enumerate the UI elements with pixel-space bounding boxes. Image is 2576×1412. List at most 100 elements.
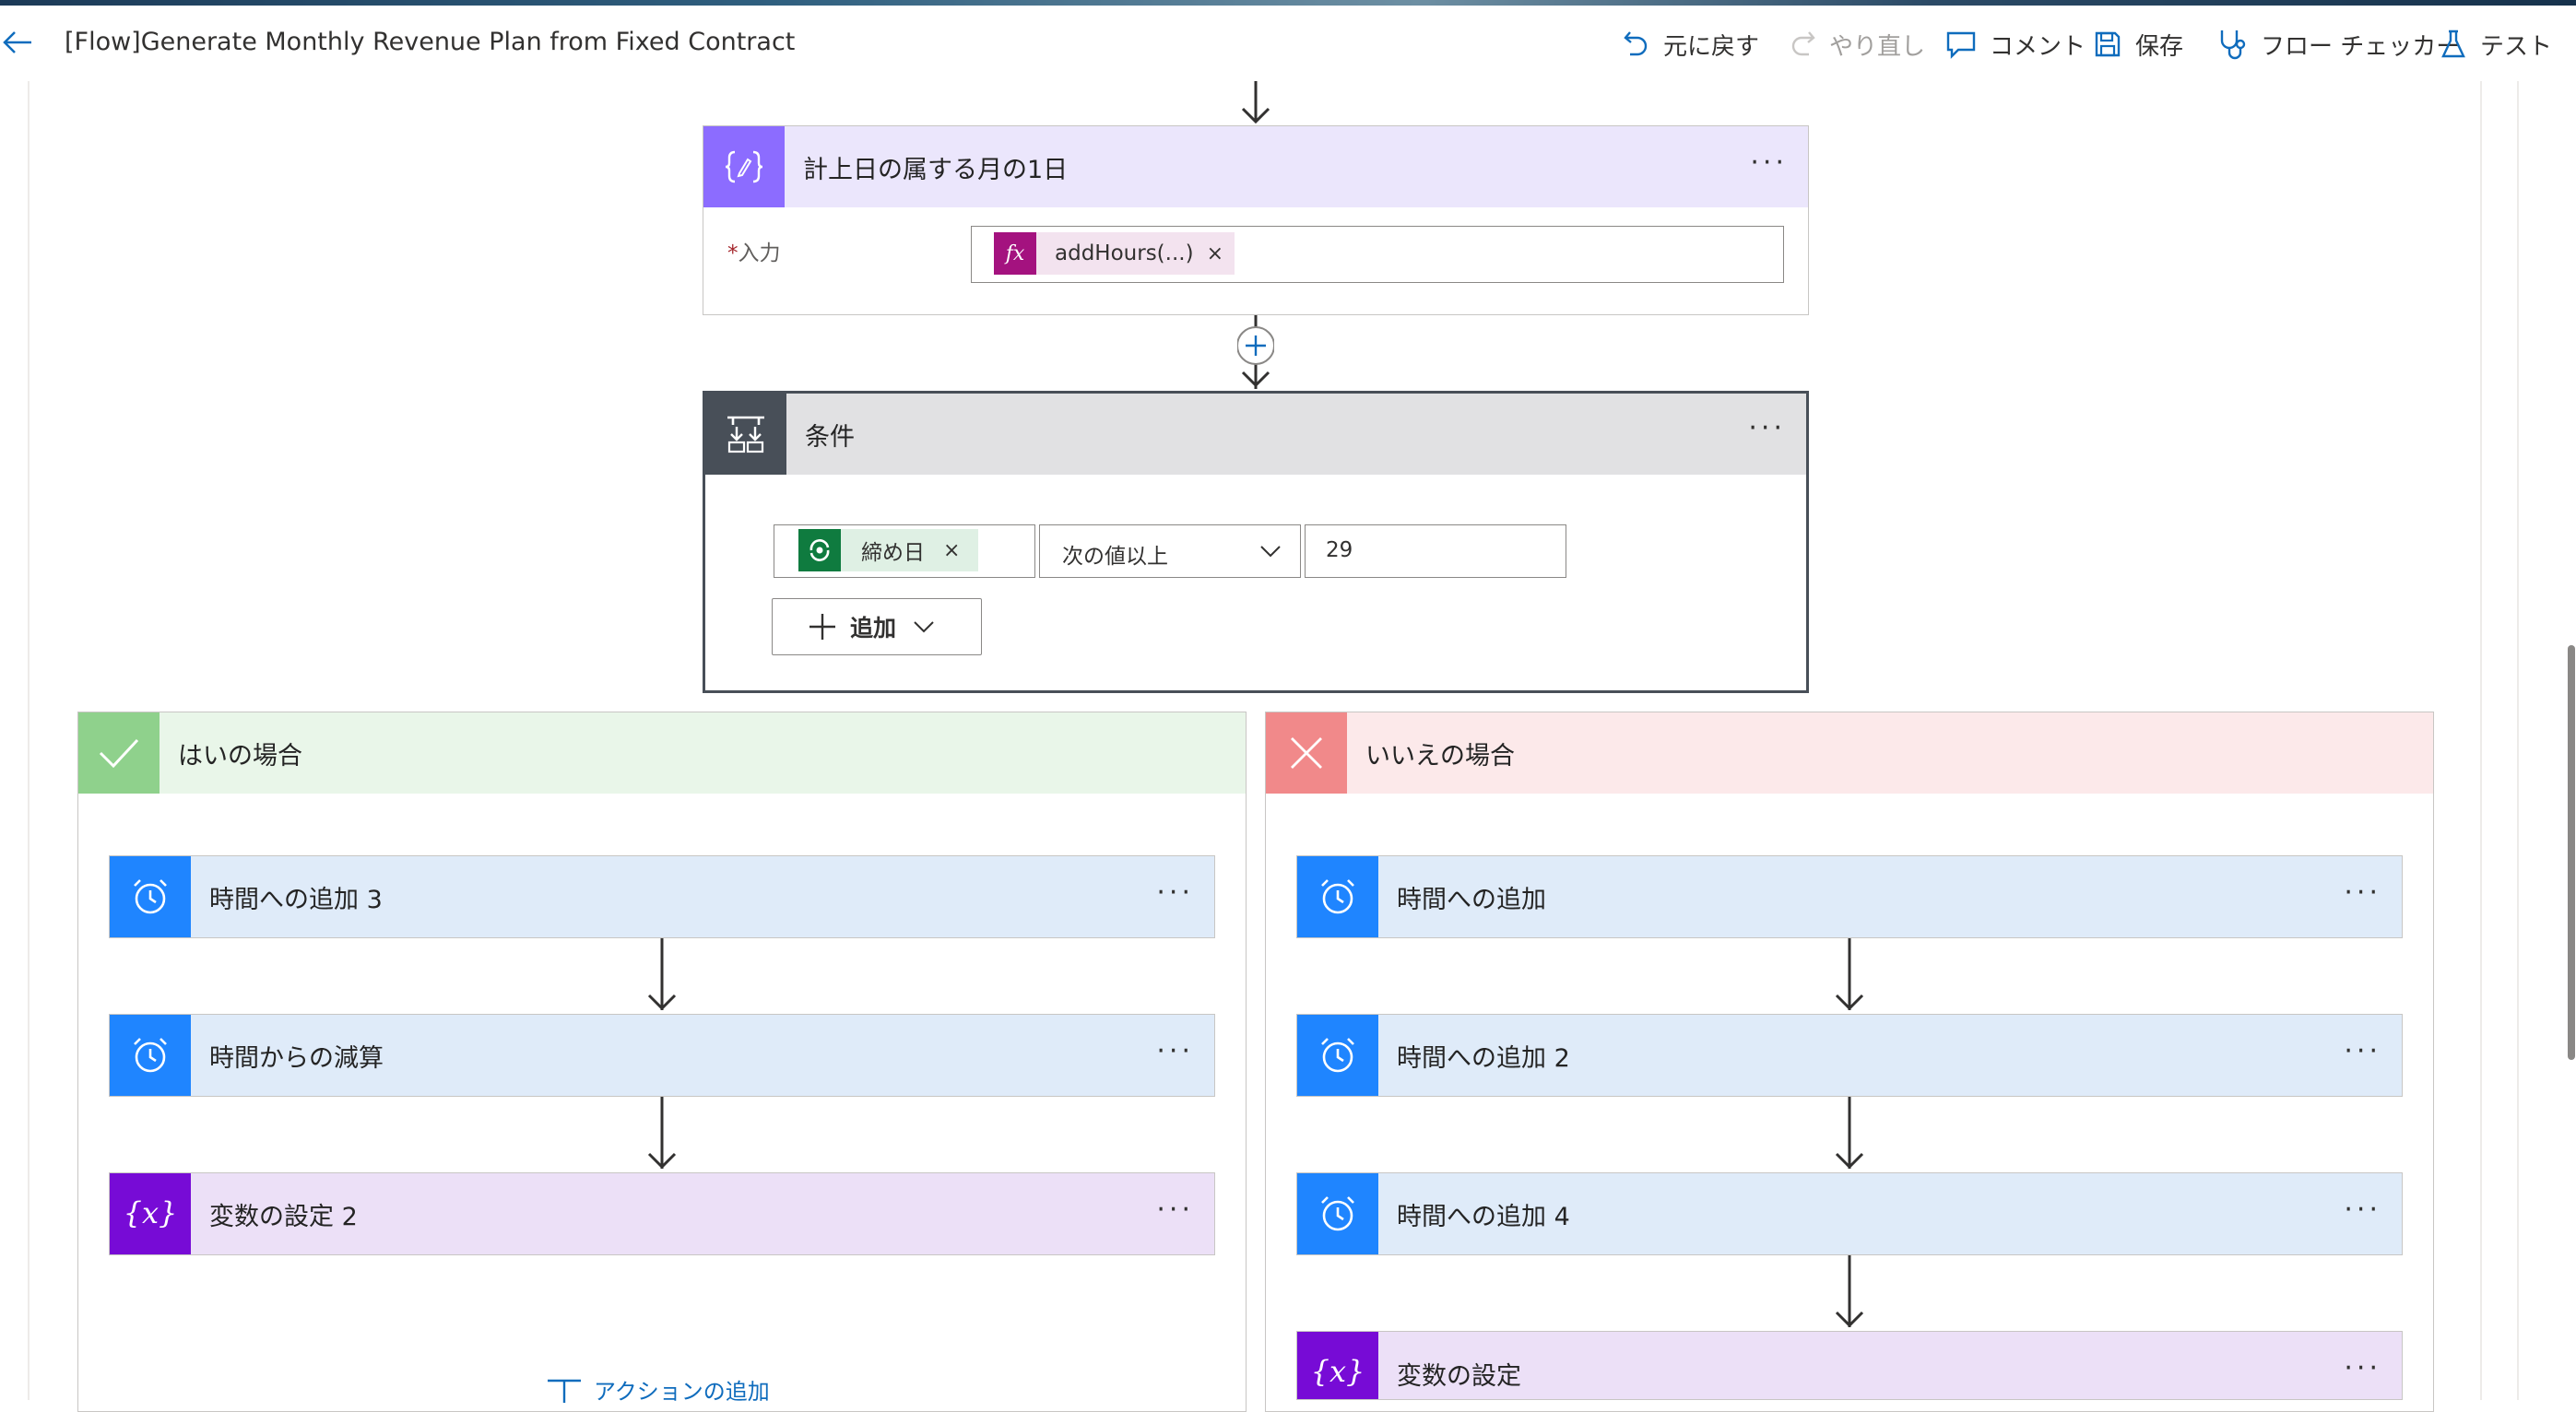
close-x-icon xyxy=(1266,712,1347,794)
action-title: 時間への追加 4 xyxy=(1397,1202,1570,1231)
condition-left-operand[interactable]: 締め日 × xyxy=(774,524,1035,578)
condition-add-button[interactable]: 追加 xyxy=(772,598,982,655)
action-title: 変数の設定 2 xyxy=(209,1202,358,1231)
action-title: 時間への追加 3 xyxy=(209,885,383,914)
comment-label: コメント xyxy=(1990,32,2086,61)
connector-arrow xyxy=(1835,938,1864,1011)
condition-more-menu[interactable]: ··· xyxy=(1748,412,1786,444)
back-arrow-icon[interactable] xyxy=(0,24,37,61)
test-button[interactable]: テスト xyxy=(2440,26,2552,63)
closing-day-token-remove[interactable]: × xyxy=(943,538,961,562)
no-branch-header[interactable]: いいえの場合 xyxy=(1266,712,2433,794)
operator-dropdown[interactable]: 次の値以上 xyxy=(1039,524,1301,578)
action-title: 時間からの減算 xyxy=(209,1043,384,1073)
plus-icon xyxy=(809,614,835,640)
action-title: 時間への追加 2 xyxy=(1397,1043,1570,1073)
compose-input-label: 入力 xyxy=(738,241,781,265)
canvas-frame-right-outer xyxy=(2517,81,2519,1400)
save-icon xyxy=(2095,31,2121,57)
compose-input-label-wrap: *入力 xyxy=(727,235,781,266)
connector-arrow xyxy=(1835,1255,1864,1328)
condition-icon xyxy=(705,394,786,475)
action-more-menu[interactable]: ··· xyxy=(2344,1352,2381,1384)
alarm-clock-icon xyxy=(1297,1173,1378,1254)
browser-top-strip xyxy=(0,0,2576,6)
comment-button[interactable]: コメント xyxy=(1945,26,2086,63)
no-branch-title: いいえの場合 xyxy=(1365,741,1515,771)
redo-button[interactable]: やり直し xyxy=(1789,26,1925,63)
condition-right-value: 29 xyxy=(1326,538,1353,562)
compose-icon xyxy=(703,126,785,207)
variable-icon: {x} xyxy=(1297,1332,1378,1399)
action-title: 時間への追加 xyxy=(1397,885,1546,914)
yes-branch-header[interactable]: はいの場合 xyxy=(78,712,1246,794)
svg-text:{x}: {x} xyxy=(1311,1354,1365,1389)
add-action-label: アクションの追加 xyxy=(594,1379,770,1405)
command-bar: [Flow]Generate Monthly Revenue Plan from… xyxy=(0,6,2576,82)
condition-right-operand[interactable]: 29 xyxy=(1305,524,1566,578)
compose-action-card[interactable]: 計上日の属する月の1日 ··· *入力 fx addHours(...) × xyxy=(703,125,1809,315)
flow-checker-button[interactable]: フロー チェッカー xyxy=(2216,26,2460,63)
action-more-menu[interactable]: ··· xyxy=(2344,877,2381,909)
comment-icon xyxy=(1946,31,1976,59)
expression-token[interactable]: fx addHours(...) × xyxy=(994,232,1235,275)
yes-action-set-variable-2[interactable]: {x} 変数の設定 2 ··· xyxy=(109,1172,1215,1255)
undo-label: 元に戻す xyxy=(1663,32,1760,61)
checkmark-icon xyxy=(78,712,160,794)
insert-step-plus-icon[interactable] xyxy=(1237,327,1274,364)
alarm-clock-icon xyxy=(110,1015,191,1096)
alarm-clock-icon xyxy=(1297,1015,1378,1096)
flow-checker-label: フロー チェッカー xyxy=(2261,32,2461,61)
chevron-down-icon xyxy=(1260,546,1281,558)
stethoscope-icon xyxy=(2220,30,2246,60)
action-more-menu[interactable]: ··· xyxy=(1156,877,1194,909)
chevron-down-icon xyxy=(914,621,934,633)
yes-branch-title: はいの場合 xyxy=(178,741,302,771)
test-label: テスト xyxy=(2480,32,2553,61)
undo-button[interactable]: 元に戻す xyxy=(1623,26,1759,63)
alarm-clock-icon xyxy=(1297,856,1378,937)
no-action-add-to-time-4[interactable]: 時間への追加 4 ··· xyxy=(1296,1172,2403,1255)
dataverse-icon xyxy=(798,529,841,571)
add-action-icon xyxy=(548,1379,581,1403)
closing-day-token-label: 締め日 xyxy=(861,541,925,565)
undo-icon xyxy=(1624,31,1648,56)
redo-icon xyxy=(1791,31,1815,56)
yes-action-add-to-time-3[interactable]: 時間への追加 3 ··· xyxy=(109,855,1215,938)
yes-action-subtract-from-time[interactable]: 時間からの減算 ··· xyxy=(109,1014,1215,1097)
save-button[interactable]: 保存 xyxy=(2093,26,2183,63)
action-more-menu[interactable]: ··· xyxy=(2344,1194,2381,1226)
compose-input-field[interactable]: fx addHours(...) × xyxy=(971,226,1784,283)
no-action-add-to-time-2[interactable]: 時間への追加 2 ··· xyxy=(1296,1014,2403,1097)
operator-value: 次の値以上 xyxy=(1062,545,1168,569)
expression-token-remove[interactable]: × xyxy=(1206,241,1223,265)
redo-label: やり直し xyxy=(1829,32,1926,61)
action-more-menu[interactable]: ··· xyxy=(1156,1194,1194,1226)
connector-arrow xyxy=(1835,1097,1864,1170)
connector-arrow xyxy=(647,938,677,1011)
no-action-add-to-time[interactable]: 時間への追加 ··· xyxy=(1296,855,2403,938)
action-more-menu[interactable]: ··· xyxy=(1156,1035,1194,1067)
condition-card[interactable]: 条件 ··· 締め日 × 次の値以上 29 追加 xyxy=(703,391,1809,693)
compose-header[interactable]: 計上日の属する月の1日 xyxy=(703,126,1808,207)
dynamic-content-token[interactable]: 締め日 × xyxy=(798,529,979,571)
condition-title: 条件 xyxy=(805,422,855,452)
condition-header[interactable]: 条件 xyxy=(705,394,1806,475)
condition-add-label: 追加 xyxy=(850,615,897,641)
action-title: 変数の設定 xyxy=(1397,1362,1521,1391)
variable-icon: {x} xyxy=(110,1173,191,1254)
action-more-menu[interactable]: ··· xyxy=(2344,1035,2381,1067)
flask-icon xyxy=(2441,29,2465,58)
flow-title: [Flow]Generate Monthly Revenue Plan from… xyxy=(65,28,796,56)
expression-token-label: addHours(...) xyxy=(1055,241,1194,265)
add-action-link[interactable]: アクションの追加 xyxy=(546,1373,770,1406)
no-action-set-variable[interactable]: {x} 変数の設定 ··· xyxy=(1296,1331,2403,1400)
canvas-frame-right xyxy=(2480,81,2482,1400)
connector-arrow xyxy=(1241,81,1270,124)
alarm-clock-icon xyxy=(110,856,191,937)
connector-arrow xyxy=(647,1097,677,1170)
required-mark: * xyxy=(727,241,739,265)
compose-title: 計上日の属する月の1日 xyxy=(803,155,1069,184)
vertical-scrollbar[interactable] xyxy=(2568,645,2575,1060)
compose-more-menu[interactable]: ··· xyxy=(1750,147,1788,179)
